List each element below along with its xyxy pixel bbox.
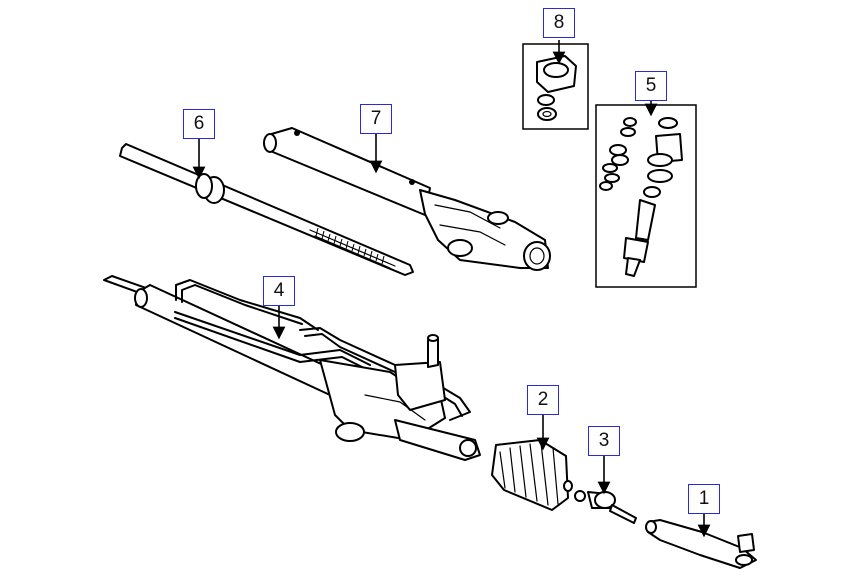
- part-valve-kit: [522, 43, 589, 130]
- callout-3[interactable]: 3: [588, 426, 620, 456]
- callout-5[interactable]: 5: [635, 71, 667, 101]
- part-pinion-seal-kit: [595, 104, 697, 288]
- leader-lines: [192, 40, 711, 538]
- callout-4[interactable]: 4: [263, 276, 295, 306]
- part-outer-tie-rod-end: [645, 519, 757, 569]
- callout-1[interactable]: 1: [688, 484, 720, 514]
- callout-2[interactable]: 2: [527, 385, 559, 415]
- callout-8[interactable]: 8: [543, 8, 575, 38]
- part-rack-assembly: [103, 275, 481, 461]
- callout-6[interactable]: 6: [183, 109, 215, 139]
- callout-7[interactable]: 7: [360, 104, 392, 134]
- part-boot: [491, 439, 573, 511]
- part-inner-tie-rod: [574, 490, 637, 524]
- part-rack-housing: [263, 127, 551, 271]
